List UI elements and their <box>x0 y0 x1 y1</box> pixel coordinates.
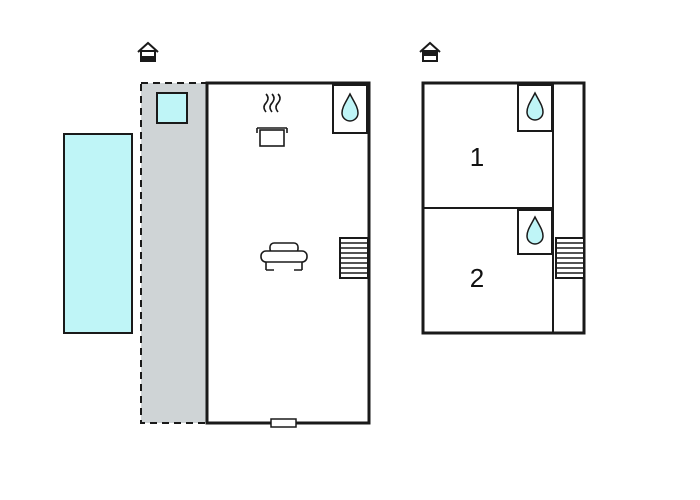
upper-floor-stairs <box>555 237 585 279</box>
room-1-bathroom <box>517 84 553 132</box>
kitchen-pot-icon <box>256 93 288 147</box>
house-upper-floor-icon <box>419 41 441 62</box>
ground-floor-bathroom <box>332 84 368 134</box>
room-2-bathroom <box>517 209 553 255</box>
entrance-door <box>270 418 297 428</box>
water-drop-icon <box>341 92 359 122</box>
ground-floor-stairs <box>339 237 369 279</box>
house-ground-floor-icon <box>137 41 159 62</box>
outdoor-shower-square <box>156 92 188 124</box>
living-room-sofa-icon <box>260 242 308 271</box>
terrace <box>140 82 208 424</box>
swimming-pool <box>63 133 133 334</box>
room-2-label: 2 <box>470 263 484 293</box>
room-1-label: 1 <box>470 142 484 172</box>
water-drop-icon <box>526 91 544 121</box>
water-drop-icon <box>526 215 544 245</box>
